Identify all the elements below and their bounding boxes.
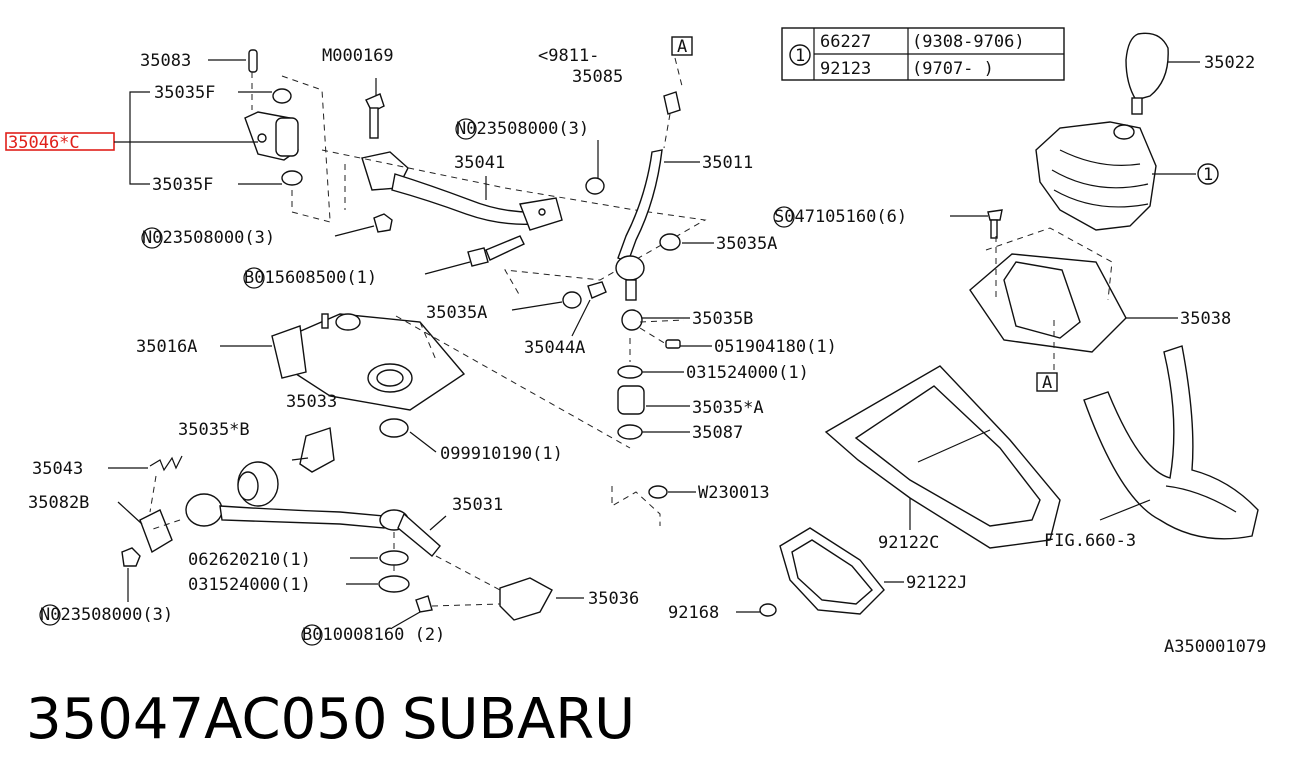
callout-062620210: 062620210(1) xyxy=(188,550,311,570)
callout-031524000-b: 031524000(1) xyxy=(188,575,311,595)
table-part-1: 66227 xyxy=(820,32,871,52)
table-part-2: 92123 xyxy=(820,59,871,79)
table-range-1: (9308-9706) xyxy=(912,32,1025,52)
console-panel xyxy=(824,365,1061,549)
callout-35031: 35031 xyxy=(452,495,503,515)
callout-35035f-bottom: 35035F xyxy=(152,175,213,195)
callout-35035a-right: 35035A xyxy=(716,234,777,254)
callout-m000169: M000169 xyxy=(322,46,394,66)
ref-box-a-bottom xyxy=(1036,372,1058,392)
callout-n023508000-b: N023508000(3) xyxy=(456,119,589,139)
callout-n023508000-a: N023508000(3) xyxy=(142,228,275,248)
callout-b015608500: B015608500(1) xyxy=(244,268,377,288)
callout-031524000-a: 031524000(1) xyxy=(686,363,809,383)
callout-35036: 35036 xyxy=(588,589,639,609)
callout-35044a: 35044A xyxy=(524,338,585,358)
callout-35033: 35033 xyxy=(286,392,337,412)
callout-s047105160: S047105160(6) xyxy=(774,207,907,227)
callout-35022: 35022 xyxy=(1204,53,1255,73)
callout-35087: 35087 xyxy=(692,423,743,443)
callout-35035starb: 35035*B xyxy=(178,420,250,440)
callout-35038: 35038 xyxy=(1180,309,1231,329)
console-frame xyxy=(1083,345,1259,540)
ref-box-a-top xyxy=(671,36,693,56)
table-key: 1 xyxy=(795,46,805,66)
callout-92122c: 92122C xyxy=(878,533,939,553)
callout-35035b: 35035B xyxy=(692,309,753,329)
w230013-part xyxy=(611,485,696,526)
footer-brand: SUBARU xyxy=(402,687,635,752)
shift-lever-assembly xyxy=(511,57,714,440)
callout-35041: 35041 xyxy=(454,153,505,173)
callout-35083: 35083 xyxy=(140,51,191,71)
callout-35016a: 35016A xyxy=(136,337,197,357)
callout-099910190: 099910190(1) xyxy=(440,444,563,464)
shift-rod-assembly xyxy=(321,78,707,297)
linkage-assembly xyxy=(108,427,584,629)
ref-a-top-label: A xyxy=(677,37,687,57)
callout-35082b: 35082B xyxy=(28,493,89,513)
callout-35035stara: 35035*A xyxy=(692,398,764,418)
callout-35035a-left: 35035A xyxy=(426,303,487,323)
callout-92122j: 92122J xyxy=(906,573,967,593)
gasket xyxy=(779,527,904,615)
gearshift-housing xyxy=(220,313,631,453)
callout-051904180: 051904180(1) xyxy=(714,337,837,357)
table-range-2: (9707- ) xyxy=(912,59,994,79)
diagram-reference: A350001079 xyxy=(1164,637,1266,657)
bracket-assembly xyxy=(129,49,331,223)
footer-part-number: 35047AC050 xyxy=(26,687,387,752)
callout-circle-1: 1 xyxy=(1203,165,1213,185)
clip-92168 xyxy=(759,603,777,617)
callout-35011: 35011 xyxy=(702,153,753,173)
shift-knob-assembly xyxy=(950,32,1219,370)
callout-92168: 92168 xyxy=(668,603,719,623)
ref-a-bottom-label: A xyxy=(1042,373,1052,393)
variant-table: 1 66227 (9308-9706) 92123 (9707- ) xyxy=(781,27,1065,81)
callout-9811: <9811- xyxy=(538,46,599,66)
callout-35046c[interactable]: 35046*C xyxy=(8,133,80,153)
callout-w230013: W230013 xyxy=(698,483,770,503)
callout-b010008160: B010008160 (2) xyxy=(302,625,445,645)
callout-35043: 35043 xyxy=(32,459,83,479)
callout-n023508000-c: N023508000(3) xyxy=(40,605,173,625)
callout-fig660-3: FIG.660-3 xyxy=(1044,531,1136,551)
callout-35085: 35085 xyxy=(572,67,623,87)
callout-35035f-top: 35035F xyxy=(154,83,215,103)
